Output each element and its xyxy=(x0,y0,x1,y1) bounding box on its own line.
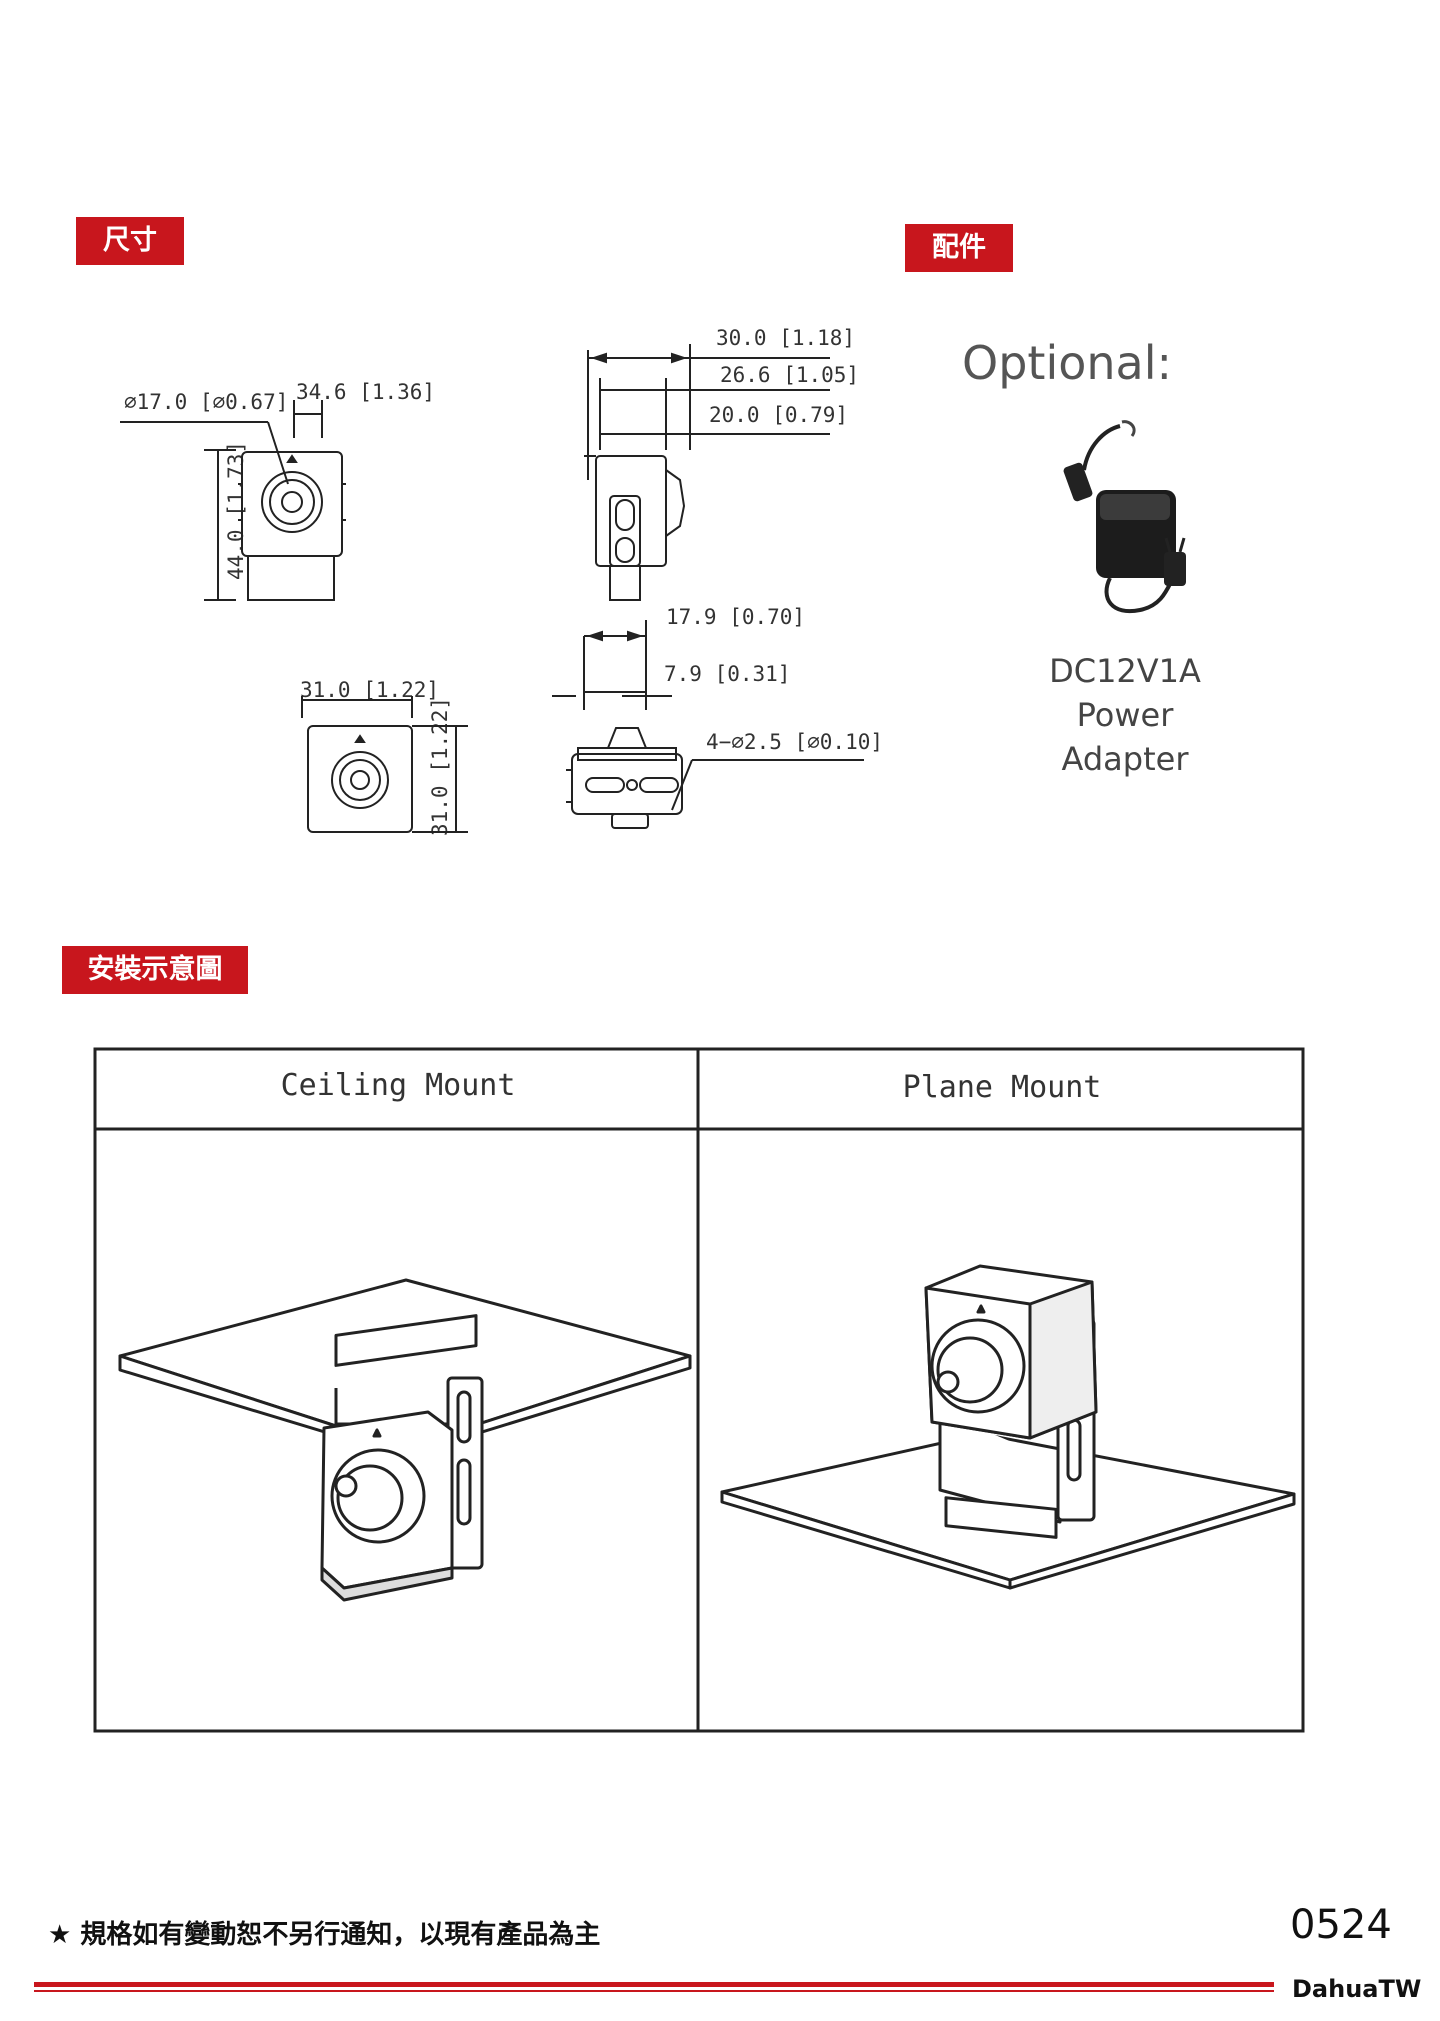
front-view-drawing xyxy=(120,400,346,601)
small-front-view-drawing xyxy=(301,696,468,833)
ceiling-mount-title: Ceiling Mount xyxy=(280,1068,516,1103)
plane-mount-illustration xyxy=(720,1264,1296,1590)
side-26-label: 26.6 [1.05] xyxy=(720,363,860,387)
side-20-label: 20.0 [0.79] xyxy=(709,403,849,427)
footer-note: ★ 規格如有變動恕不另行通知，以現有產品為主 xyxy=(48,1920,601,1950)
side-view-drawing xyxy=(584,344,830,601)
adapter-spec-line1: DC12V1A xyxy=(1049,652,1201,690)
adapter-spec-line2: Power xyxy=(1076,696,1174,734)
plane-mount-title: Plane Mount xyxy=(902,1070,1102,1105)
small-width-label: 31.0 [1.22] xyxy=(300,678,440,702)
footer-rule xyxy=(34,1982,1274,1992)
page-number: 0524 xyxy=(1290,1902,1392,1948)
section-tag-installation: 安裝示意圖 xyxy=(62,946,248,994)
side-30-label: 30.0 [1.18] xyxy=(716,326,856,350)
section-tag-accessories: 配件 xyxy=(905,224,1013,272)
section-tag-dimensions: 尺寸 xyxy=(76,217,184,265)
bottom-7-label: 7.9 [0.31] xyxy=(664,662,791,686)
ceiling-mount-illustration xyxy=(118,1278,692,1602)
bottom-holes-label: 4−⌀2.5 [⌀0.10] xyxy=(706,730,884,754)
adapter-spec-line3: Adapter xyxy=(1061,740,1189,778)
bottom-view-drawing xyxy=(552,620,864,829)
brand-mark: DahuaTW xyxy=(1292,1975,1422,2003)
front-diameter-label: ⌀17.0 [⌀0.67] xyxy=(124,390,289,414)
bottom-17-label: 17.9 [0.70] xyxy=(666,605,806,629)
optional-heading: Optional: xyxy=(962,336,1172,390)
front-width-label: 34.6 [1.36] xyxy=(296,380,436,404)
power-adapter-image xyxy=(1063,420,1186,614)
installation-table-frame xyxy=(93,1047,1305,1733)
